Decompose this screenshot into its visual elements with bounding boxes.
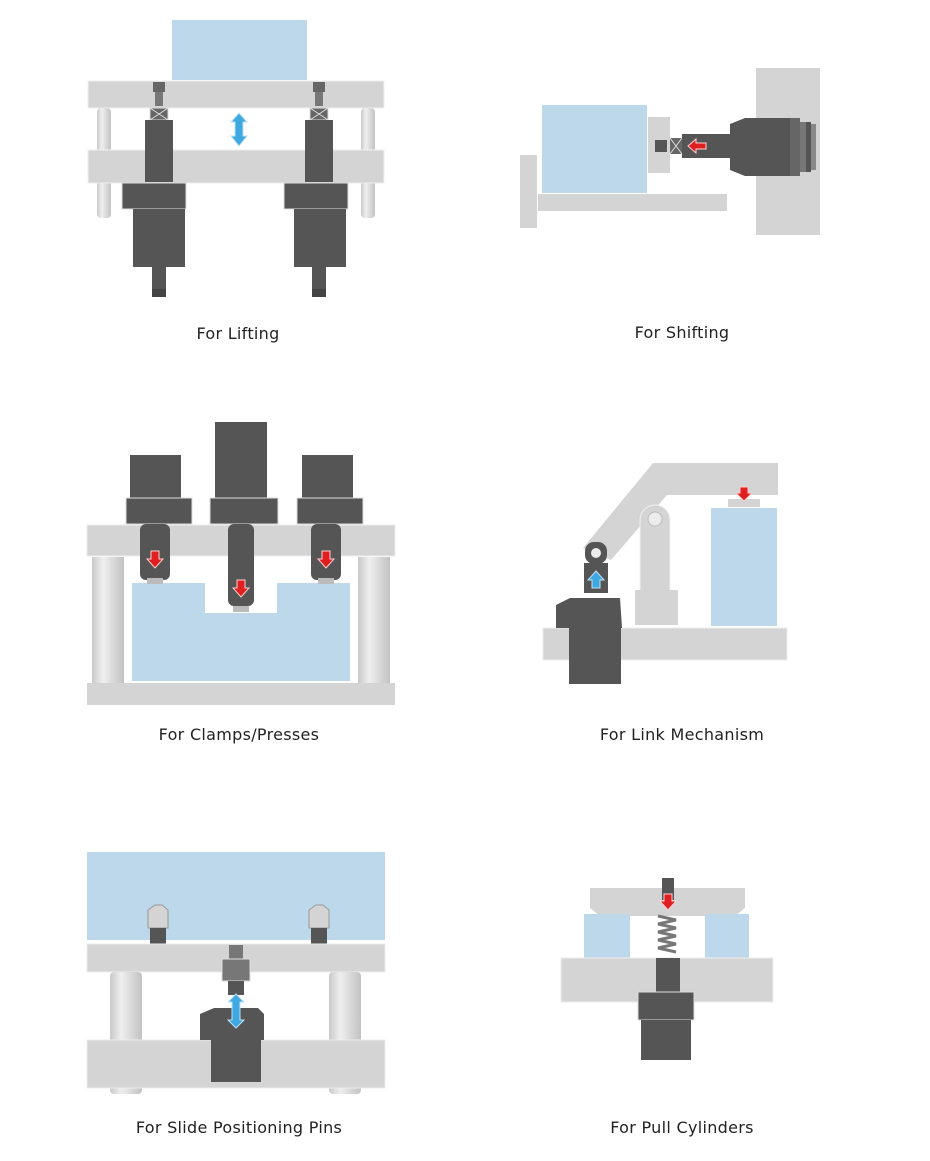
link-diagram	[542, 463, 788, 684]
arrow-down-red-icon	[734, 486, 754, 502]
lifting-diagram	[87, 20, 385, 297]
caption-link: For Link Mechanism	[599, 725, 765, 744]
clamps-column-right	[358, 557, 390, 683]
arrow-up-blue-icon	[586, 570, 606, 589]
clamps-cylinder-left	[125, 455, 193, 584]
arrow-down-red-icon	[231, 579, 251, 598]
pull-workpiece-right	[705, 914, 749, 958]
caption-shifting: For Shifting	[634, 323, 730, 342]
lifting-top-plate	[87, 80, 385, 109]
link-cylinder	[556, 542, 622, 684]
clamps-cylinder-center	[209, 422, 279, 612]
arrow-down-red-icon	[145, 550, 165, 569]
caption-pull: For Pull Cylinders	[610, 1118, 754, 1137]
slide-workpiece	[87, 852, 385, 940]
shifting-base-rail	[538, 194, 727, 211]
slide-diagram	[86, 852, 386, 1094]
shifting-end-stop	[520, 155, 537, 228]
arrow-left-red-icon	[687, 137, 707, 155]
double-arrow-vertical-blue-icon	[229, 112, 249, 147]
shifting-diagram	[520, 68, 820, 235]
shifting-workpiece	[542, 105, 647, 193]
clamps-column-left	[92, 557, 124, 683]
caption-slide: For Slide Positioning Pins	[135, 1118, 343, 1137]
clamps-cylinder-right	[296, 455, 364, 584]
link-lever-arm	[583, 463, 778, 560]
double-arrow-vertical-blue-icon	[226, 993, 246, 1029]
lifting-cylinder-left	[121, 82, 187, 297]
slide-pin-left	[147, 904, 169, 944]
arrow-down-red-icon	[658, 893, 678, 911]
clamps-workpiece	[132, 583, 350, 681]
lifting-mid-plate	[87, 149, 385, 184]
pull-diagram	[560, 878, 774, 1060]
pull-workpiece-left	[584, 914, 630, 958]
arrow-down-red-icon	[316, 550, 336, 569]
link-workpiece	[711, 508, 777, 626]
clamps-diagram	[86, 422, 396, 705]
slide-pin-right	[308, 904, 330, 944]
lifting-cylinder-right	[283, 82, 349, 297]
lifting-workpiece	[172, 20, 307, 80]
caption-clamps: For Clamps/Presses	[158, 725, 320, 744]
pull-cylinder	[637, 958, 695, 1060]
clamps-base-plate	[87, 683, 395, 705]
caption-lifting: For Lifting	[196, 324, 280, 343]
